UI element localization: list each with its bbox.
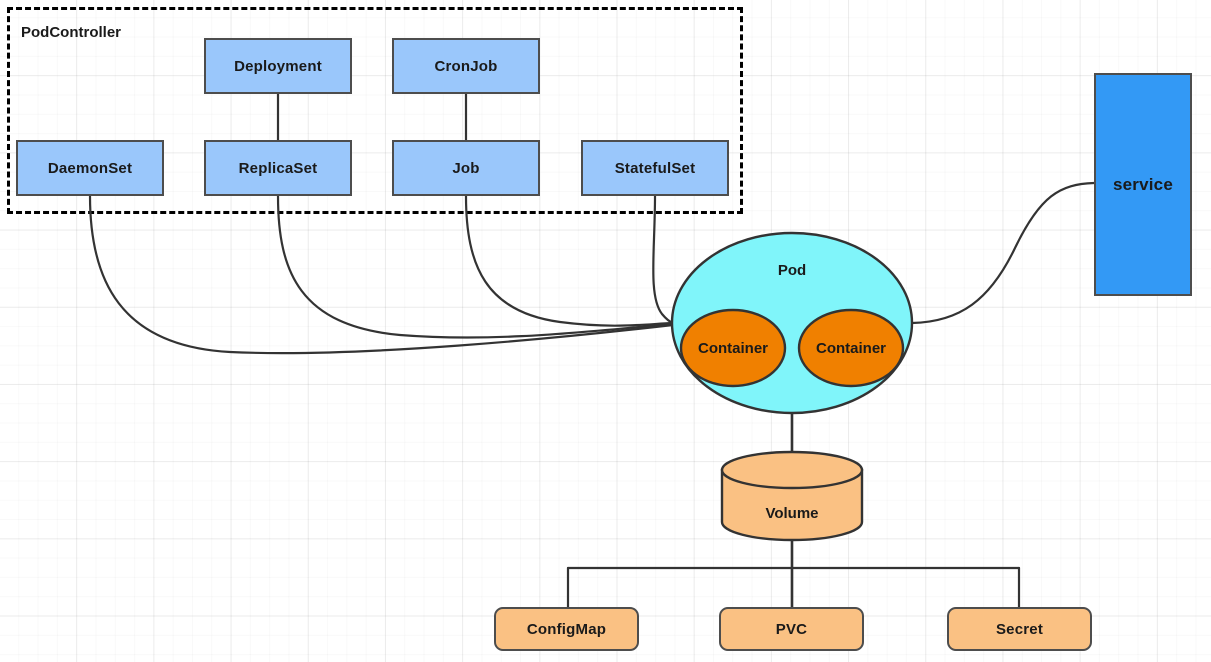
volume-shape-group <box>720 450 864 542</box>
edge-pod-service <box>910 181 1096 325</box>
storage-configmap-label: ConfigMap <box>526 620 607 638</box>
storage-secret-label: Secret <box>995 620 1044 638</box>
controller-statefulset[interactable]: StatefulSet <box>581 140 729 196</box>
storage-pvc[interactable]: PVC <box>719 607 864 651</box>
controller-cronjob-label: CronJob <box>434 57 498 75</box>
pod-label: Pod <box>777 262 807 279</box>
volume-cylinder-top <box>720 450 864 490</box>
controller-deployment[interactable]: Deployment <box>204 38 352 94</box>
edge-statefulset-pod <box>652 194 675 325</box>
storage-pvc-label: PVC <box>775 620 808 638</box>
container-right-label: Container <box>815 340 887 357</box>
controller-cronjob[interactable]: CronJob <box>392 38 540 94</box>
controller-deployment-label: Deployment <box>234 57 322 75</box>
container-left-label: Container <box>697 340 769 357</box>
volume-label: Volume <box>765 505 819 522</box>
storage-secret[interactable]: Secret <box>947 607 1092 651</box>
controller-job-label: Job <box>452 159 480 177</box>
pod-ellipse <box>670 231 914 415</box>
controller-job[interactable]: Job <box>392 140 540 196</box>
storage-configmap[interactable]: ConfigMap <box>494 607 639 651</box>
podcontroller-group-label: PodController <box>21 24 121 41</box>
controller-replicaset[interactable]: ReplicaSet <box>204 140 352 196</box>
pod-shape-group <box>670 231 914 415</box>
controller-daemonset[interactable]: DaemonSet <box>16 140 164 196</box>
edge-job-pod <box>464 194 675 327</box>
edge-daemonset-pod <box>88 194 675 355</box>
edge-replicaset-pod <box>276 194 675 339</box>
controller-daemonset-label: DaemonSet <box>47 159 133 177</box>
controller-replicaset-label: ReplicaSet <box>238 159 318 177</box>
controller-statefulset-label: StatefulSet <box>614 159 696 177</box>
service-box[interactable]: service <box>1094 73 1192 296</box>
service-label: service <box>1112 174 1173 194</box>
